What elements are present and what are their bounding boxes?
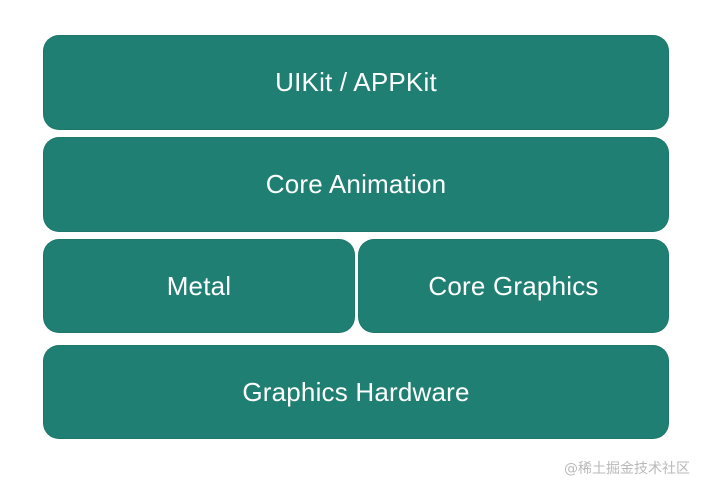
watermark: @稀土掘金技术社区 xyxy=(564,461,690,477)
layer-graphics-hardware: Graphics Hardware xyxy=(43,345,669,439)
layer-core-animation: Core Animation xyxy=(43,137,669,232)
layer-uikit-appkit: UIKit / APPKit xyxy=(43,35,669,130)
layer-graphics-hardware-label: Graphics Hardware xyxy=(242,376,470,407)
layer-core-graphics: Core Graphics xyxy=(358,239,669,333)
layer-core-graphics-label: Core Graphics xyxy=(428,270,599,301)
layer-metal: Metal xyxy=(43,239,355,333)
layer-core-animation-label: Core Animation xyxy=(265,169,447,199)
layer-metal-label: Metal xyxy=(166,270,232,301)
layer-uikit-appkit-label: UIKit / APPKit xyxy=(275,67,437,97)
